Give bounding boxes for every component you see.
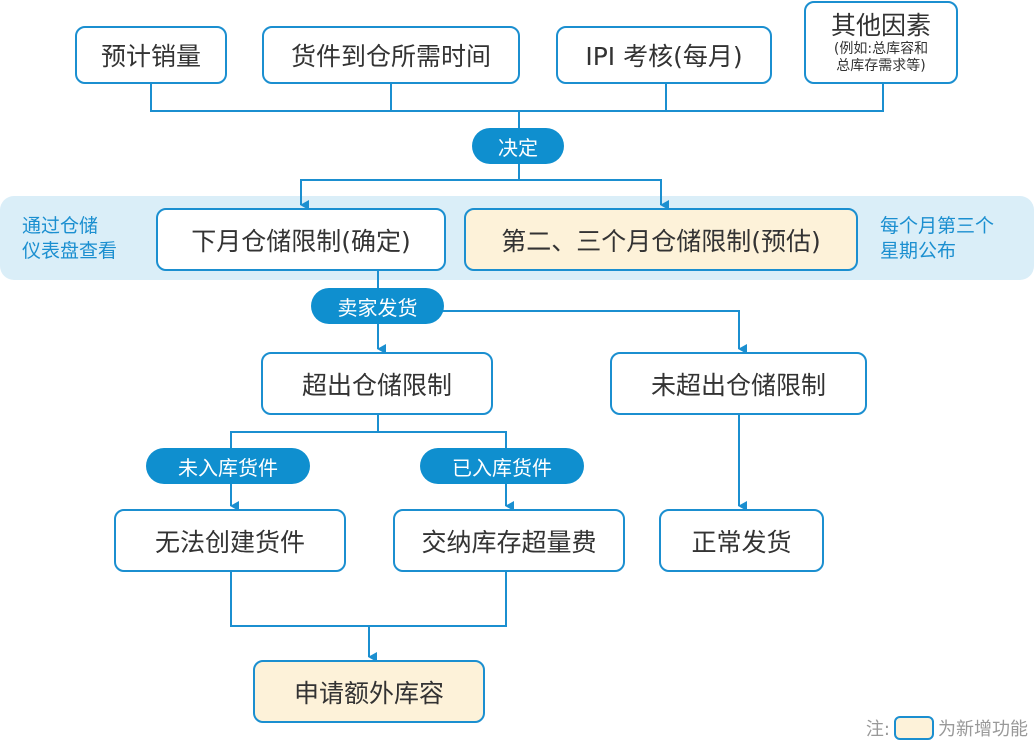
publish-note: 每个月第三个 星期公布 — [880, 214, 994, 264]
pay-overage-fee-box: 交纳库存超量费 — [393, 509, 625, 572]
connector-exceeds-split — [230, 414, 507, 450]
legend-new-feature-swatch — [894, 716, 934, 740]
other-factors-title: 其他因素 — [830, 10, 931, 40]
next-month-limit-label: 下月仓储限制(确定) — [191, 226, 411, 256]
normal-shipping-label: 正常发货 — [691, 527, 792, 557]
input-other-factors: 其他因素 (例如:总库容和 总库存需求等) — [804, 1, 958, 84]
within-limit-label: 未超出仓储限制 — [650, 370, 826, 400]
connector-merge-to-request — [230, 572, 507, 640]
exceeds-limit-box: 超出仓储限制 — [261, 352, 493, 415]
dashboard-note-line1: 通过仓储 — [22, 215, 99, 237]
future-limit-box: 第二、三个月仓储限制(预估) — [464, 208, 858, 271]
next-month-limit-box: 下月仓储限制(确定) — [156, 208, 446, 271]
future-limit-label: 第二、三个月仓储限制(预估) — [501, 226, 821, 256]
decide-pill: 决定 — [472, 128, 564, 164]
input-ipi-review: IPI 考核(每月) — [556, 26, 772, 84]
connector-ship-to-within — [440, 310, 740, 345]
seller-ship-label: 卖家发货 — [337, 295, 418, 320]
request-capacity-label: 申请额外库容 — [293, 678, 444, 708]
other-factors-detail-2: 总库存需求等) — [836, 57, 926, 74]
dashboard-note: 通过仓储 仪表盘查看 — [22, 214, 117, 264]
input-forecast-sales: 预计销量 — [75, 26, 227, 84]
exceeds-limit-label: 超出仓储限制 — [301, 370, 452, 400]
normal-shipping-box: 正常发货 — [659, 509, 824, 572]
received-pill: 已入库货件 — [420, 448, 584, 484]
not-received-label: 未入库货件 — [178, 455, 278, 480]
ipi-review-label: IPI 考核(每月) — [585, 42, 743, 71]
decide-label: 决定 — [498, 135, 538, 160]
publish-note-line1: 每个月第三个 — [880, 215, 995, 237]
within-limit-box: 未超出仓储限制 — [610, 352, 867, 415]
legend-prefix: 注: — [865, 719, 890, 740]
shipment-transit-time-label: 货件到仓所需时间 — [290, 42, 491, 71]
legend: 注: 为新增功能 — [866, 715, 1028, 741]
connector-inputs-merge — [150, 82, 884, 112]
publish-note-line2: 星期公布 — [880, 240, 957, 262]
received-label: 已入库货件 — [452, 455, 552, 480]
dashboard-note-line2: 仪表盘查看 — [22, 240, 118, 262]
cannot-create-label: 无法创建货件 — [154, 527, 305, 557]
request-capacity-box: 申请额外库容 — [253, 660, 485, 723]
other-factors-detail-1: (例如:总库容和 — [833, 40, 929, 57]
forecast-sales-label: 预计销量 — [100, 42, 201, 71]
legend-suffix: 为新增功能 — [938, 719, 1028, 740]
seller-ship-pill: 卖家发货 — [311, 288, 444, 324]
pay-overage-fee-label: 交纳库存超量费 — [421, 527, 597, 557]
cannot-create-box: 无法创建货件 — [114, 509, 346, 572]
input-shipment-transit-time: 货件到仓所需时间 — [262, 26, 520, 84]
connector-decide-split — [300, 164, 662, 200]
not-received-pill: 未入库货件 — [146, 448, 310, 484]
